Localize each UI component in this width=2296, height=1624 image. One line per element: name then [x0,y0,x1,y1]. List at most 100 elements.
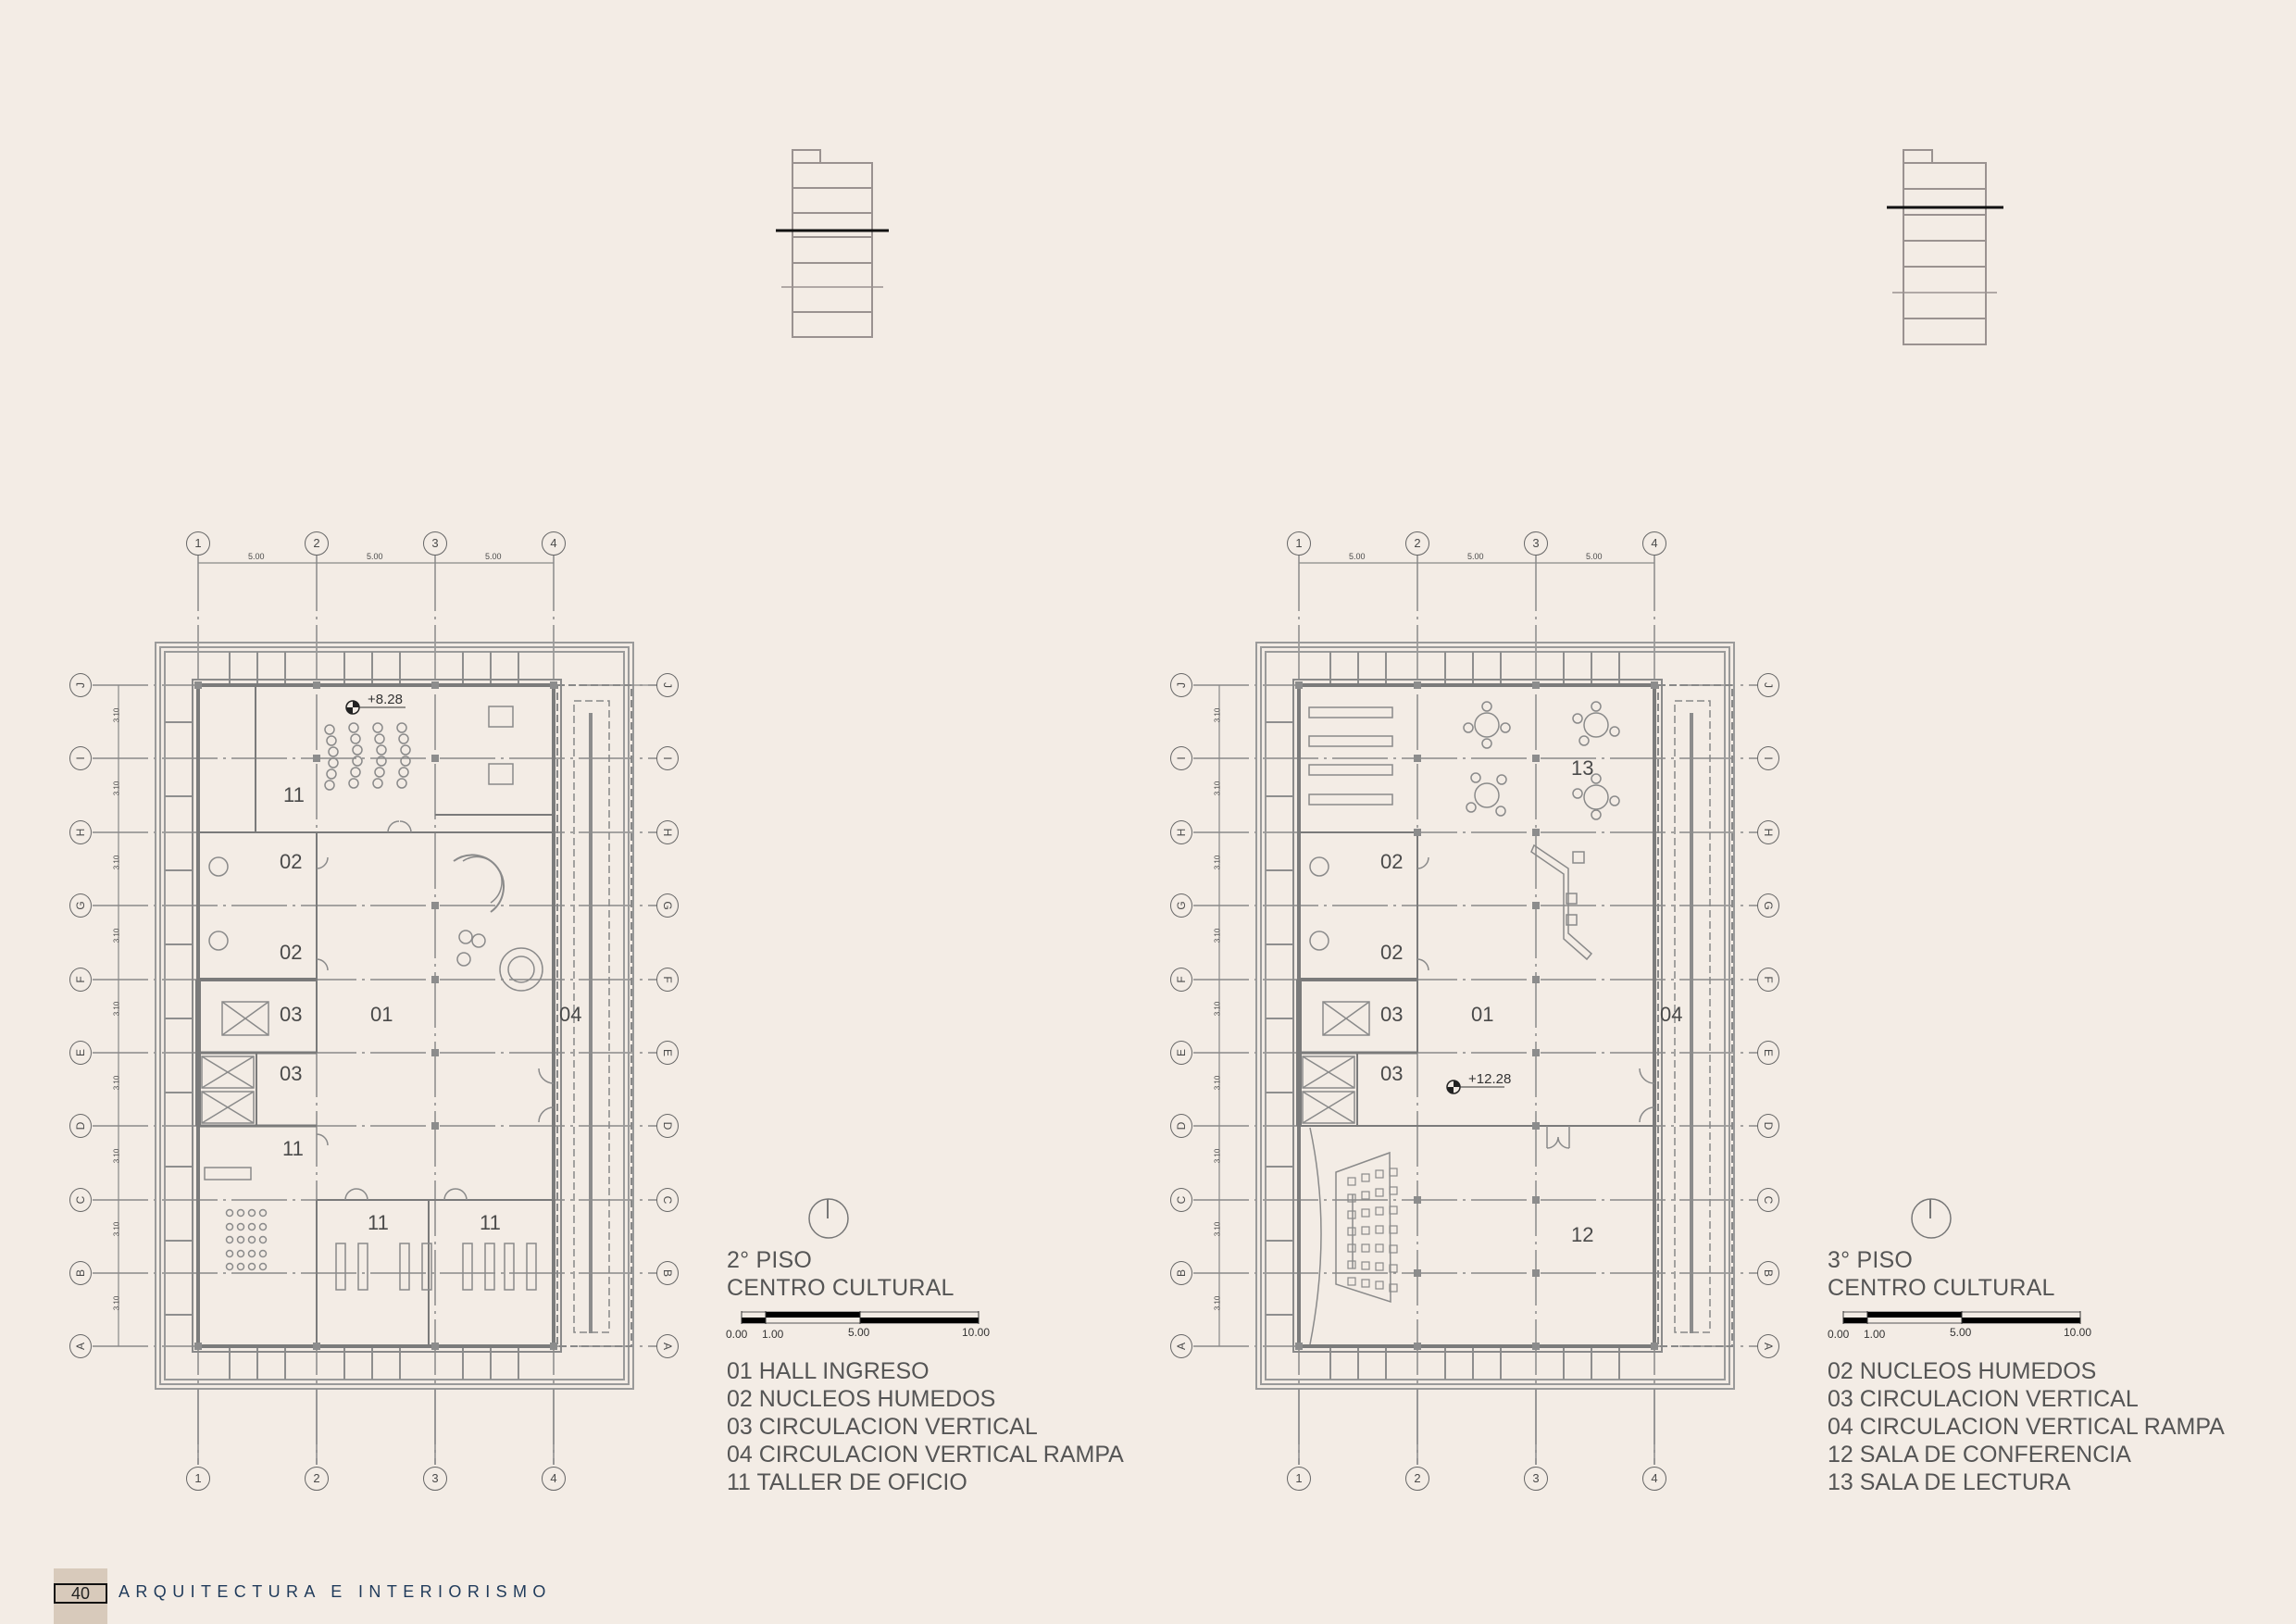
room-tag-taller: 11 [480,1211,501,1234]
grid-bubble-J: J [656,673,679,697]
page-tab [54,1568,107,1624]
grid-bubble-1-bottom: 1 [1287,1467,1311,1491]
footer-title: ARQUITECTURA E INTERIORISMO [119,1582,552,1601]
grid-bubble-F: F [69,968,92,992]
dim-J-I: 3.10 [112,707,121,723]
scale-label-10: 10.00 [2064,1326,2092,1339]
grid-bubble-I: I [1170,746,1192,770]
north-arrow-icon [808,1198,849,1239]
floor-plan-3-drawing [1193,556,1758,1465]
dim-B-A: 3.10 [112,1295,121,1311]
dim-E-D: 3.10 [112,1075,121,1091]
room-tag-ascensores: 03 [1380,1062,1404,1085]
page-number: 40 [54,1583,107,1604]
scale-label-0: 0.00 [726,1328,748,1341]
scale-label-0: 0.00 [1828,1328,1850,1341]
grid-bubble-I: I [1757,746,1779,770]
room-tag-bano: 02 [1380,850,1404,873]
legend-item: 12 SALA DE CONFERENCIA [1828,1442,2131,1468]
legend-item: 03 CIRCULACION VERTICAL [727,1414,1038,1440]
scale-label-5: 5.00 [1950,1326,1972,1339]
grid-bubble-H: H [1757,820,1779,844]
grid-bubble-4-bottom: 4 [542,1467,566,1491]
project-label: CENTRO CULTURAL [1828,1275,2055,1301]
level-mark: +8.28 [368,692,403,707]
project-label: CENTRO CULTURAL [727,1275,955,1301]
room-tag-conferencia: 12 [1571,1223,1594,1246]
dim-C-B: 3.10 [1213,1221,1222,1237]
scale-label-5: 5.00 [848,1326,870,1339]
legend-item: 01 HALL INGRESO [727,1358,930,1384]
legend-item: 04 CIRCULACION VERTICAL RAMPA [727,1442,1124,1468]
grid-bubble-H: H [1170,820,1192,844]
grid-bubble-4-top: 4 [1642,531,1666,556]
dim-I-H: 3.10 [1213,781,1222,796]
dim-C-B: 3.10 [112,1221,121,1237]
floor-label: 3° PISO [1828,1247,1913,1273]
grid-bubble-I: I [69,746,92,770]
dim-F-E: 3.10 [112,1001,121,1017]
dim-2-3: 5.00 [367,552,383,561]
grid-bubble-1-bottom: 1 [186,1467,210,1491]
room-tag-taller: 11 [283,783,305,806]
room-legend: 01 HALL INGRESO 02 NUCLEOS HUMEDOS 03 CI… [727,1357,1124,1496]
grid-bubble-A: A [69,1334,92,1358]
grid-bubble-1-top: 1 [1287,531,1311,556]
dim-G-F: 3.10 [1213,928,1222,943]
scale-label-1: 1.00 [762,1328,784,1341]
room-tag-escalera: 03 [1380,1003,1404,1026]
dim-D-C: 3.10 [112,1148,121,1164]
grid-bubble-F: F [1170,968,1192,992]
grid-bubble-3-top: 3 [1524,531,1548,556]
scale-label-10: 10.00 [962,1326,991,1339]
dim-D-C: 3.10 [1213,1148,1222,1164]
dim-G-F: 3.10 [112,928,121,943]
dim-3-4: 5.00 [485,552,502,561]
plan-title: 2° PISO CENTRO CULTURAL [727,1246,955,1302]
grid-bubble-J: J [1170,673,1192,697]
room-tag-bano: 02 [1380,941,1404,964]
dim-B-A: 3.10 [1213,1295,1222,1311]
grid-bubble-A: A [656,1334,679,1358]
room-tag-rampa: 04 [559,1003,582,1026]
grid-bubble-G: G [1170,893,1192,918]
grid-bubble-1-top: 1 [186,531,210,556]
floor-plan-3: 1 2 3 4 5.00 5.00 5.00 1 2 3 4 J I H G F… [1101,0,2296,1624]
grid-bubble-D: D [69,1114,92,1138]
grid-bubble-G: G [69,893,92,918]
grid-bubble-E: E [656,1041,679,1065]
grid-bubble-3-bottom: 3 [1524,1467,1548,1491]
grid-bubble-D: D [656,1114,679,1138]
grid-bubble-C: C [1757,1188,1779,1212]
room-tag-hall: 01 [370,1003,393,1026]
dim-2-3: 5.00 [1467,552,1484,561]
dim-3-4: 5.00 [1586,552,1603,561]
grid-bubble-2-bottom: 2 [1405,1467,1429,1491]
grid-bubble-B: B [1757,1261,1779,1285]
legend-item: 02 NUCLEOS HUMEDOS [1828,1358,2097,1384]
grid-bubble-2-top: 2 [1405,531,1429,556]
room-tag-lectura: 13 [1571,756,1594,780]
legend-item: 13 SALA DE LECTURA [1828,1469,2071,1495]
scale-label-1: 1.00 [1864,1328,1886,1341]
dim-E-D: 3.10 [1213,1075,1222,1091]
legend-item: 02 NUCLEOS HUMEDOS [727,1386,996,1412]
grid-bubble-F: F [1757,968,1779,992]
floor-label: 2° PISO [727,1247,812,1273]
grid-bubble-2-bottom: 2 [305,1467,329,1491]
grid-bubble-E: E [1757,1041,1779,1065]
room-tag-bano: 02 [280,850,303,873]
grid-bubble-B: B [656,1261,679,1285]
grid-bubble-H: H [69,820,92,844]
grid-bubble-G: G [656,893,679,918]
grid-bubble-C: C [69,1188,92,1212]
dim-I-H: 3.10 [112,781,121,796]
dim-H-G: 3.10 [1213,855,1222,870]
grid-bubble-A: A [1757,1334,1779,1358]
dim-1-2: 5.00 [248,552,265,561]
grid-bubble-A: A [1170,1334,1192,1358]
grid-bubble-C: C [1170,1188,1192,1212]
grid-bubble-4-top: 4 [542,531,566,556]
